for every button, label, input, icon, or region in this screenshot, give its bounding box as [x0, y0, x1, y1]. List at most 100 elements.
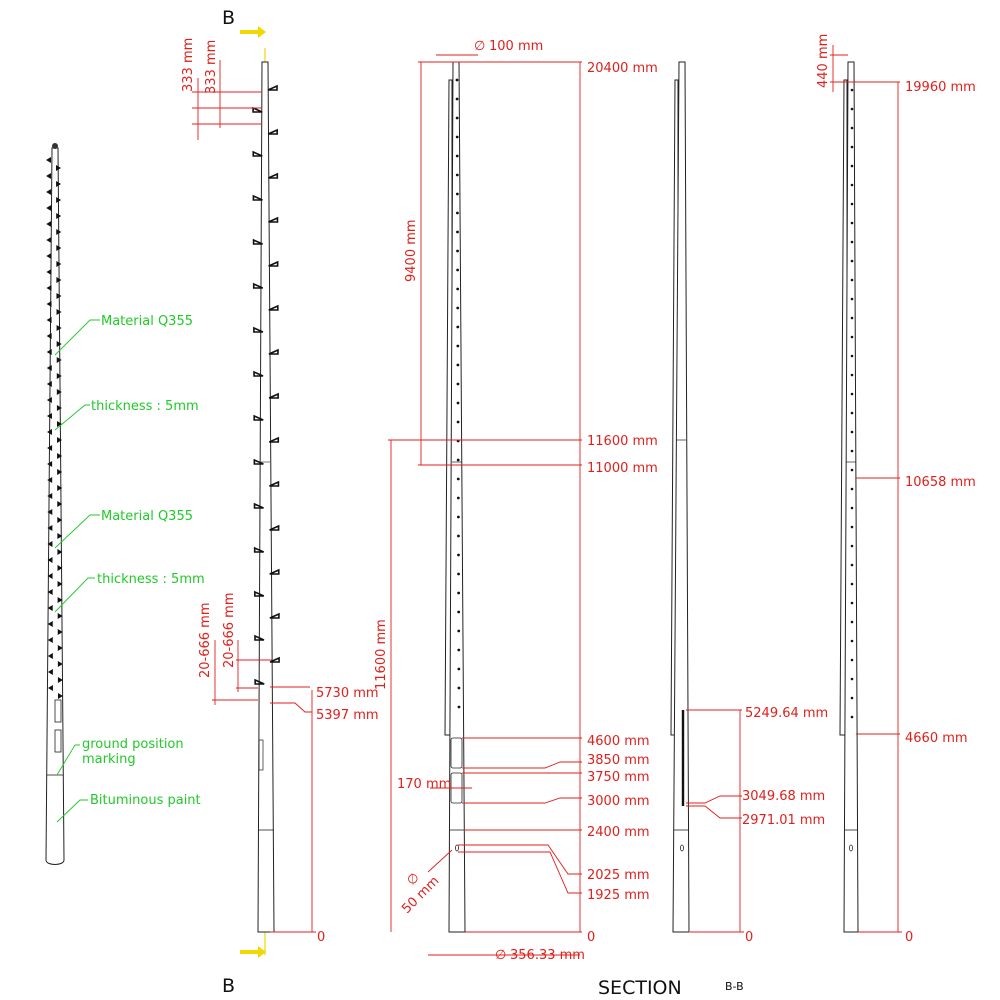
dim-height-5249: 5249.64 mm: [745, 706, 828, 721]
step-bolt: [47, 605, 53, 611]
step-hole: [456, 287, 460, 291]
step-hole: [850, 316, 854, 320]
step-bolt: [47, 509, 53, 515]
right-step-holes: [850, 88, 854, 719]
section-arrow-top: [240, 26, 266, 38]
step-bolt: [47, 669, 53, 675]
dim-zero-b: 0: [317, 930, 325, 945]
front-view: ∅ 100 mm 20400 mm 9400 mm 11600 mm 11000…: [374, 39, 744, 999]
section-marker-bottom: B: [222, 975, 235, 997]
step-bolt: [47, 557, 53, 563]
leader-material-1: [54, 319, 100, 356]
step-bolt: [253, 502, 264, 509]
dim-top-diameter: 100 mm: [489, 39, 543, 54]
dim-line: [458, 851, 582, 894]
step-bolt: [57, 661, 63, 667]
step-bolt: [47, 573, 53, 579]
dim-door-width-170: 170 mm: [397, 777, 451, 792]
step-hole: [850, 525, 854, 529]
front-cable-hole: [455, 844, 459, 852]
step-bolt: [46, 221, 52, 227]
step-hole: [457, 610, 461, 614]
step-hole: [457, 591, 461, 595]
dim-height-19960: 19960 mm: [905, 80, 976, 95]
step-hole: [850, 354, 854, 358]
section-b-steps: [252, 84, 280, 685]
step-hole: [457, 553, 460, 557]
step-bolt: [56, 213, 62, 219]
step-bolt: [57, 533, 63, 539]
step-hole: [850, 335, 854, 339]
front-door-upper: [450, 737, 463, 769]
step-bolt: [269, 612, 280, 619]
step-bolt: [57, 565, 63, 571]
dim-height-4600: 4600 mm: [587, 734, 650, 749]
step-bolt: [268, 260, 279, 267]
dim-height-5730: 5730 mm: [316, 686, 379, 701]
step-hole: [850, 202, 854, 206]
note-thickness-1: thickness : 5mm: [91, 399, 199, 414]
step-hole: [850, 677, 854, 681]
dim-step-333-a: 333 mm: [181, 38, 196, 92]
dim-line: [458, 844, 582, 875]
step-hole: [850, 240, 854, 244]
section-arrow-bottom: [240, 946, 266, 958]
step-hole: [456, 363, 460, 367]
step-hole: [456, 268, 459, 272]
dim-height-3049: 3049.68 mm: [742, 789, 825, 804]
step-bolt: [46, 237, 52, 243]
step-bolt: [57, 549, 63, 555]
dim-zero-front: 0: [587, 930, 595, 945]
step-bolt: [252, 238, 263, 245]
dim-line: [686, 795, 742, 804]
step-bolt: [57, 677, 63, 683]
step-bolt: [267, 84, 278, 91]
step-bolt: [252, 106, 263, 113]
step-bolt: [268, 436, 280, 443]
step-bolt: [253, 370, 264, 377]
step-hole: [850, 715, 854, 719]
step-bolt: [47, 637, 53, 643]
step-hole: [850, 373, 854, 377]
step-bolt: [267, 128, 278, 135]
dim-length-440: 440 mm: [816, 34, 831, 88]
step-bolt: [57, 501, 63, 507]
step-hole: [456, 458, 460, 462]
dim-height-3000: 3000 mm: [587, 794, 650, 809]
step-bolt: [46, 157, 51, 163]
step-bolt: [56, 165, 61, 171]
step-bolt: [267, 172, 279, 179]
step-bolt: [268, 304, 279, 311]
step-bolt: [56, 421, 62, 427]
step-bolt: [56, 357, 62, 363]
step-hole: [850, 696, 854, 700]
step-bolt: [47, 493, 53, 499]
dim-height-11600: 11600 mm: [587, 434, 658, 449]
step-hole: [456, 211, 459, 215]
leader-ground: [56, 744, 80, 776]
dim-height-4660: 4660 mm: [905, 731, 968, 746]
step-hole: [850, 164, 854, 168]
dim-height-2400: 2400 mm: [587, 825, 650, 840]
step-bolt: [46, 189, 52, 195]
step-bolt: [46, 285, 52, 291]
step-bolt: [47, 541, 53, 547]
step-hole: [457, 686, 461, 690]
note-material-1: Material Q355: [101, 314, 193, 329]
step-bolt: [46, 301, 52, 307]
step-hole: [455, 135, 459, 139]
dim-height-1925: 1925 mm: [587, 888, 650, 903]
step-bolt: [252, 150, 263, 157]
dim-base-diameter: 356.33 mm: [510, 948, 585, 963]
dim-height-3850: 3850 mm: [587, 753, 650, 768]
step-bolt: [46, 173, 52, 179]
step-hole: [850, 544, 854, 548]
step-bolt: [56, 293, 62, 299]
step-bolt: [46, 317, 52, 323]
section-title: SECTION: [598, 977, 682, 999]
step-hole: [850, 487, 854, 491]
step-hole: [850, 297, 854, 301]
dim-height-11000: 11000 mm: [587, 461, 658, 476]
step-bolt: [269, 568, 280, 575]
